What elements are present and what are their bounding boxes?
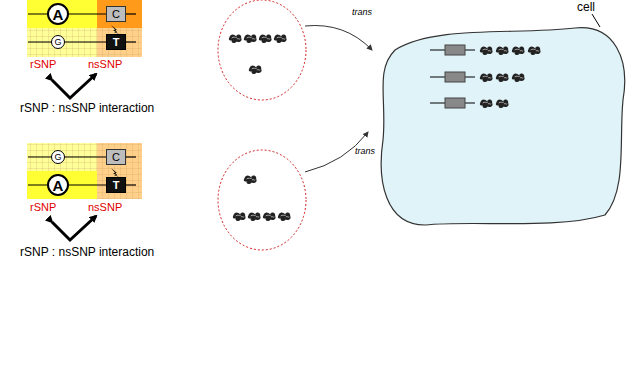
trans-arrow	[305, 26, 372, 51]
allele-circle: A	[47, 174, 69, 196]
codon-letter: T	[113, 180, 120, 191]
leader-line	[592, 14, 600, 27]
allele-circle: A	[47, 3, 69, 25]
cell-label: cell	[577, 1, 595, 13]
snp-label: nsSNP	[88, 201, 122, 213]
snp-label: rSNP	[30, 201, 56, 213]
codon-box: C	[106, 6, 126, 22]
allele-circle: G	[51, 35, 65, 49]
interaction-label: rSNP : nsSNP interaction	[20, 246, 154, 259]
interaction-arrow	[52, 74, 96, 98]
protein-pool-top	[218, 0, 306, 100]
cell: cell	[375, 20, 630, 230]
allele-letter: G	[54, 38, 61, 47]
allele-circle: G	[51, 150, 65, 164]
codon-letter: C	[112, 9, 120, 20]
snp-label: rSNP	[30, 58, 56, 70]
codon-letter: C	[112, 152, 120, 163]
cell-outline	[375, 20, 630, 230]
protein-pool-bottom	[218, 150, 306, 250]
interaction-label: rSNP : nsSNP interaction	[20, 102, 154, 115]
trans-label: trans	[352, 8, 372, 18]
codon-box: T	[106, 177, 126, 193]
allele-block-top	[27, 0, 142, 57]
allele-letter: G	[54, 153, 61, 162]
trans-label: trans	[355, 147, 375, 157]
allele-block-bottom	[27, 143, 142, 199]
codon-letter: T	[113, 37, 120, 48]
codon-box: C	[106, 149, 126, 165]
snp-label: nsSNP	[88, 58, 122, 70]
allele-letter: A	[53, 178, 64, 193]
allele-letter: A	[53, 7, 64, 22]
codon-box: T	[106, 34, 126, 50]
interaction-arrow	[52, 216, 96, 240]
